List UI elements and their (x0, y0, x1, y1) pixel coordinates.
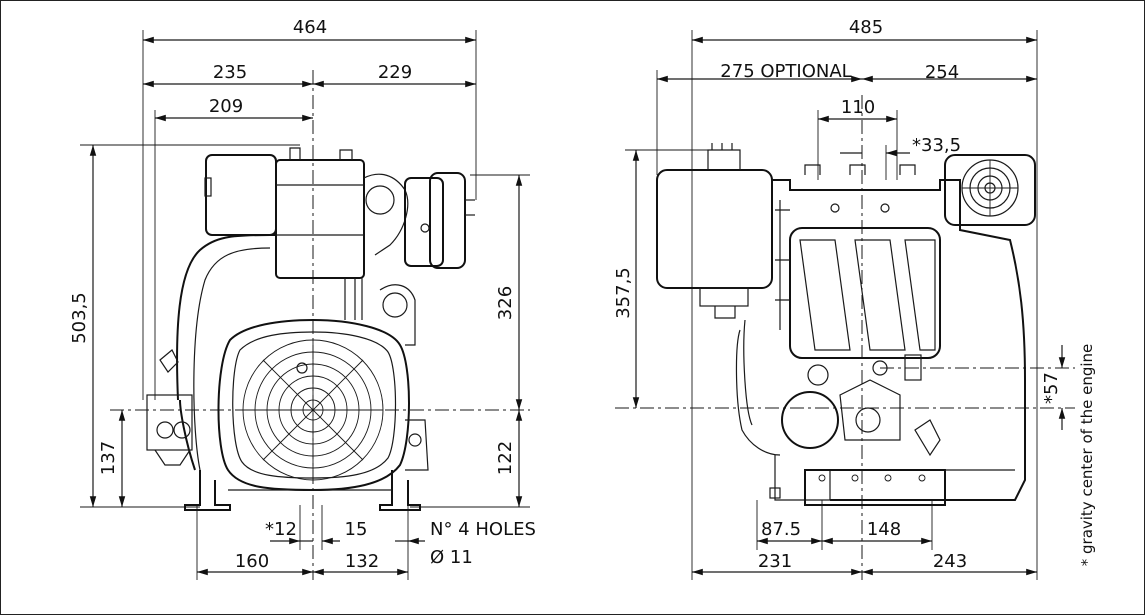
dim-label-33-5: *33,5 (912, 135, 961, 156)
hole-diameter-label: Ø 11 (430, 547, 473, 568)
dim-label-148: 148 (867, 519, 901, 540)
dim-label-231: 231 (758, 551, 792, 572)
holes-label: N° 4 HOLES (430, 519, 536, 540)
front-view (80, 30, 530, 580)
dim-label-243: 243 (933, 551, 967, 572)
dim-label-485: 485 (849, 17, 883, 38)
fan-grille (242, 339, 384, 481)
gravity-center-note: * gravity center of the engine (1078, 344, 1096, 567)
dim-label-137: 137 (98, 441, 119, 475)
dim-label-15: 15 (345, 519, 368, 540)
dim-label-503-5: 503,5 (69, 292, 90, 344)
dim-label-122: 122 (495, 441, 516, 475)
dim-label-229: 229 (378, 62, 412, 83)
side-view (615, 30, 1075, 580)
dim-label-132: 132 (345, 551, 379, 572)
dim-label-87-5: 87.5 (761, 519, 801, 540)
dim-label-209: 209 (209, 96, 243, 117)
dim-label-357-5: 357,5 (613, 267, 634, 319)
dim-label-110: 110 (841, 97, 875, 118)
dim-label-12: *12 (265, 519, 297, 540)
dim-label-326: 326 (495, 286, 516, 320)
dim-label-254: 254 (925, 62, 959, 83)
dim-label-464: 464 (293, 17, 327, 38)
dim-label-235: 235 (213, 62, 247, 83)
dim-label-160: 160 (235, 551, 269, 572)
dim-label-57: *57 (1041, 372, 1062, 404)
dim-label-275-optional: 275 OPTIONAL (720, 61, 851, 82)
